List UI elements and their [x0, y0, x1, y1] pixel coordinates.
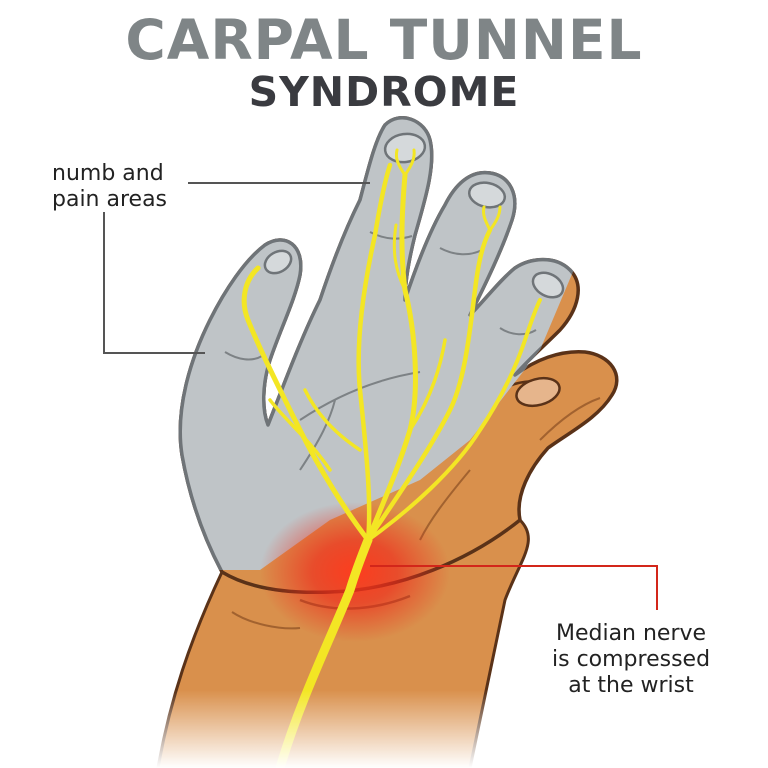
- numb-areas-leader-line-lower: [103, 212, 205, 354]
- median-nerve-label: Median nerve is compressed at the wrist: [552, 621, 710, 699]
- bottom-fade: [0, 690, 768, 768]
- median-nerve-label-line-3: at the wrist: [568, 673, 694, 698]
- median-nerve-label-line-1: Median nerve: [555, 621, 707, 646]
- median-nerve-leader-line: [370, 565, 658, 610]
- median-nerve-label-line-2: is compressed: [552, 647, 711, 672]
- numb-areas-label-line-1: numb and: [52, 161, 164, 186]
- numb-areas-label: numb and pain areas: [52, 161, 167, 213]
- wrist-crease: [231, 611, 301, 630]
- title-line-1: CARPAL TUNNEL: [125, 8, 643, 72]
- numb-areas-label-line-2: pain areas: [52, 187, 168, 212]
- title-line-2: SYNDROME: [248, 68, 520, 116]
